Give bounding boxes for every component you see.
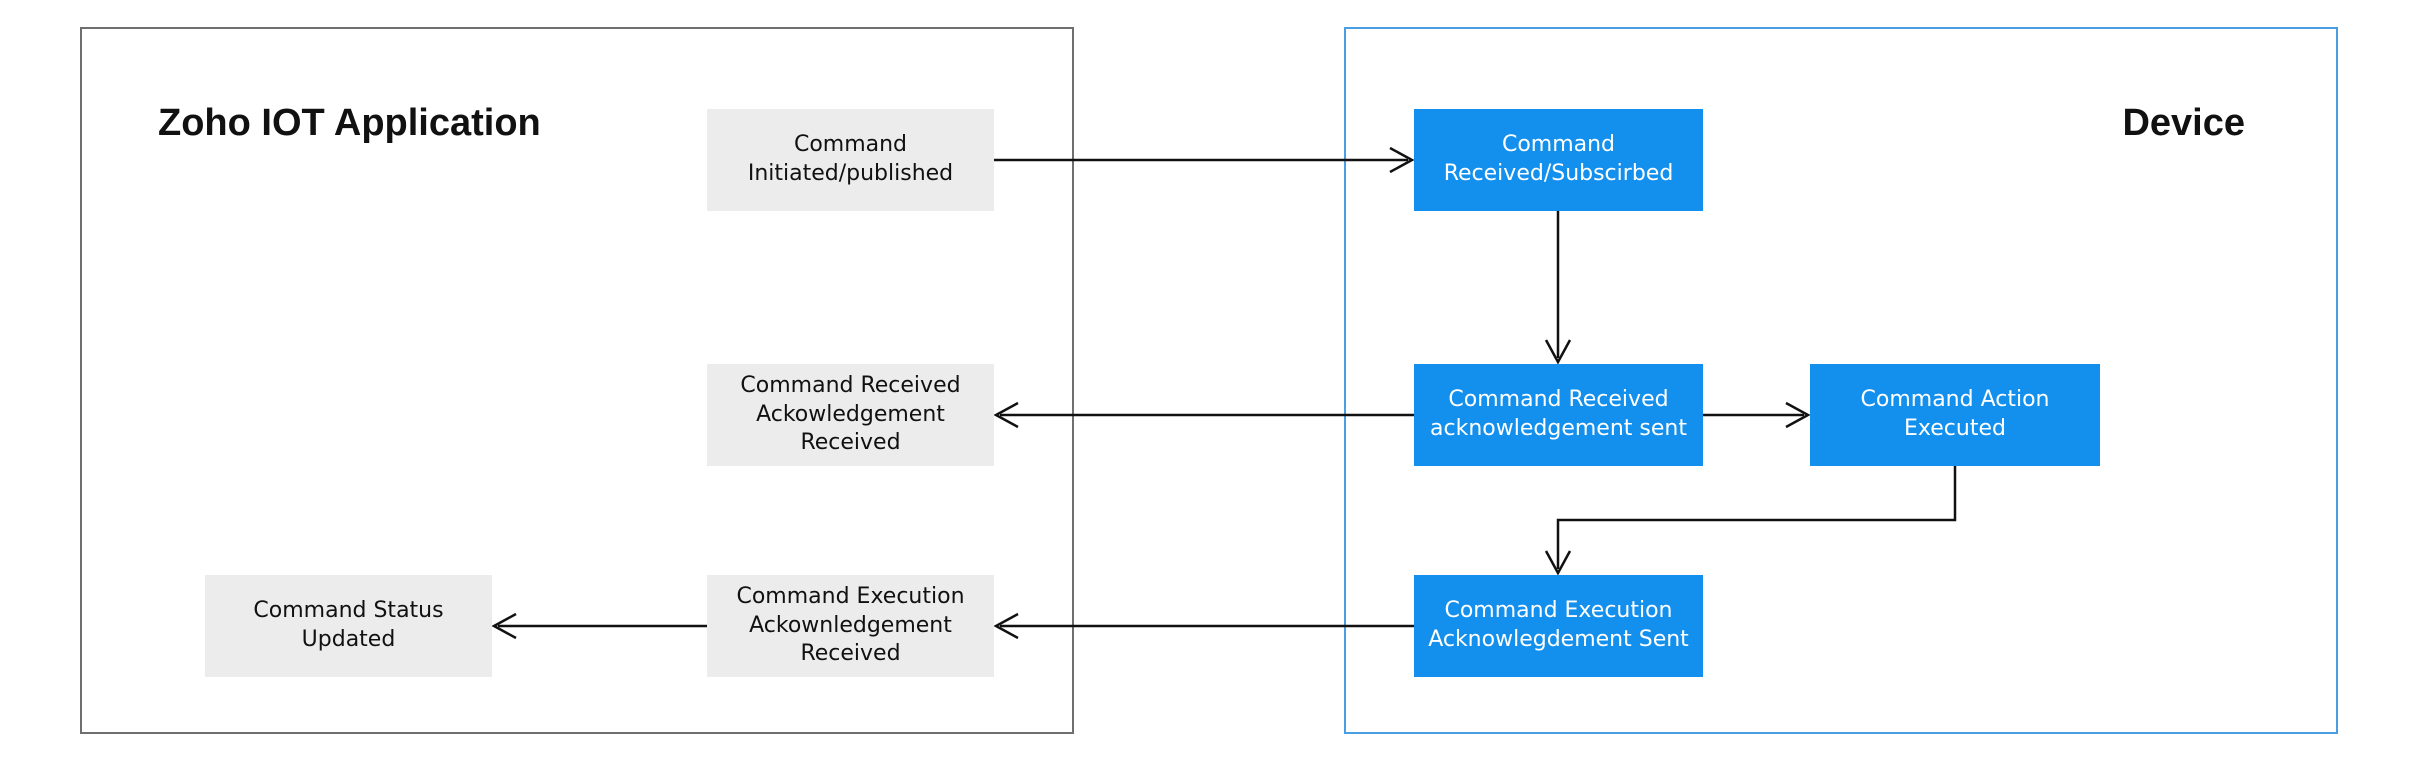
node-command-initiated-published: Command Initiated/published (707, 109, 994, 211)
node-command-status-updated: Command Status Updated (205, 575, 492, 677)
node-command-received-ack-received: Command Received Ackowledgement Received (707, 364, 994, 466)
app-panel-title: Zoho IOT Application (158, 102, 541, 144)
node-command-execution-ack-sent: Command Execution Acknowlegdement Sent (1414, 575, 1703, 677)
node-command-received-subscribed: Command Received/Subscirbed (1414, 109, 1703, 211)
node-command-execution-ack-received: Command Execution Ackownledgement Receiv… (707, 575, 994, 677)
device-panel-title: Device (2122, 102, 2245, 144)
node-command-action-executed: Command Action Executed (1810, 364, 2100, 466)
node-command-received-ack-sent: Command Received acknowledgement sent (1414, 364, 1703, 466)
